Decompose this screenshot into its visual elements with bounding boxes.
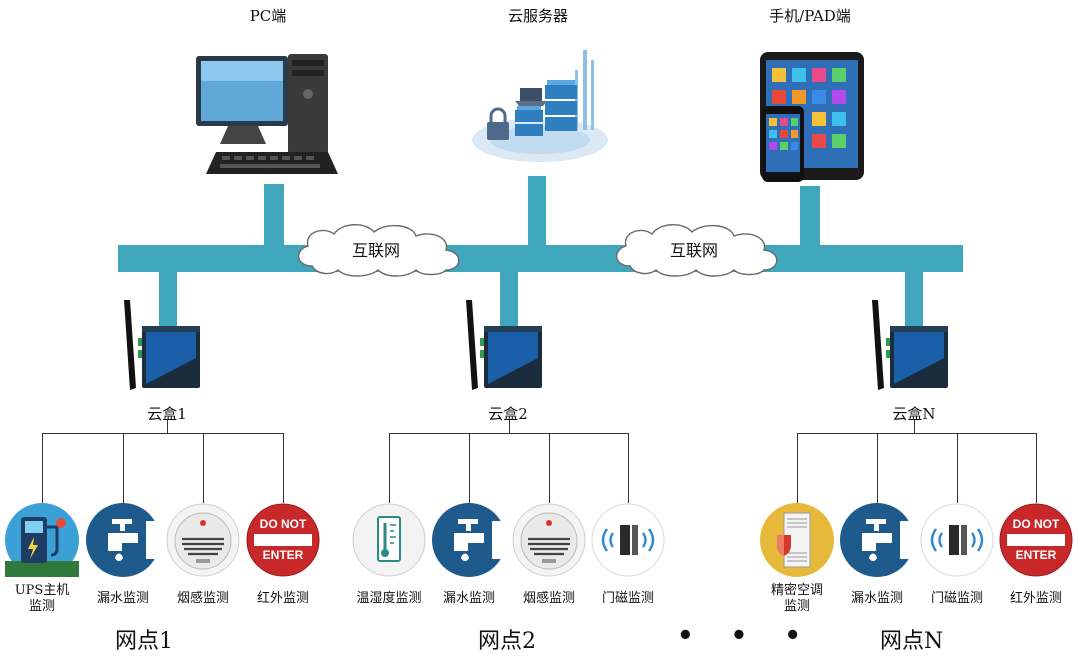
smoke-detector-icon <box>166 503 240 577</box>
internet-label-right: 互联网 <box>670 241 719 260</box>
thermometer-icon <box>352 503 426 577</box>
pc-connector <box>264 184 284 246</box>
internet-cloud-left-icon <box>298 224 460 277</box>
site1-drop <box>203 433 204 503</box>
site2-drop <box>549 433 550 503</box>
server-label: 云服务器 <box>507 7 568 25</box>
siteN-drop <box>877 433 878 503</box>
sensor-label: 精密空调 监测 <box>770 583 823 614</box>
tablet-phone-icon <box>760 52 864 182</box>
site1-drop <box>123 433 124 503</box>
internet-label-left: 互联网 <box>352 241 401 260</box>
ups-icon <box>5 503 79 577</box>
sensor-label: 门磁监测 <box>930 591 983 606</box>
cloud-box-1-label: 云盒1 <box>147 405 187 423</box>
mobile-label: 手机/PAD端 <box>769 7 851 25</box>
site1-drop <box>283 433 284 503</box>
pc-icon <box>196 54 338 174</box>
cloud-box-n-label: 云盒N <box>892 405 936 423</box>
sensor-label: 门磁监测 <box>601 591 654 606</box>
site-2-label: 网点2 <box>478 629 536 654</box>
site2-drop <box>389 433 390 503</box>
internet-cloud-right-icon <box>616 224 778 277</box>
siteN-trunk <box>914 420 915 434</box>
door-sensor-icon <box>920 503 994 577</box>
boxN-connector <box>905 271 923 327</box>
siteN-bar <box>797 433 1037 434</box>
water-leak-icon <box>840 503 914 577</box>
sign-enter: ENTER <box>263 548 304 562</box>
cloud-box-2-label: 云盒2 <box>488 405 528 423</box>
sensor-label: 温湿度监测 <box>356 591 422 606</box>
pc-label: PC端 <box>249 7 287 25</box>
site2-trunk <box>509 420 510 434</box>
server-connector <box>528 176 546 246</box>
box2-connector <box>500 271 518 327</box>
do-not-enter-icon: DO NOT ENTER <box>246 503 320 577</box>
cloud-server-icon <box>472 50 608 162</box>
siteN-drop <box>797 433 798 503</box>
sensor-label: 红外监测 <box>256 591 309 606</box>
sensor-label: 烟感监测 <box>522 591 575 606</box>
site2-drop <box>469 433 470 503</box>
sensor-label: 红外监测 <box>1009 591 1062 606</box>
sensor-label: 漏水监测 <box>442 591 495 606</box>
do-not-enter-icon: DO NOT ENTER <box>999 503 1073 577</box>
site-1-label: 网点1 <box>115 629 173 654</box>
sensor-label: 漏水监测 <box>850 591 903 606</box>
door-sensor-icon <box>591 503 665 577</box>
water-leak-icon <box>432 503 506 577</box>
cloud-box-1-icon <box>124 300 200 390</box>
site-n-label: 网点N <box>880 629 944 654</box>
site2-bar <box>389 433 629 434</box>
cloud-box-2-icon <box>466 300 542 390</box>
box1-connector <box>159 271 177 327</box>
sign-do-not: DO NOT <box>260 517 307 531</box>
siteN-drop <box>1036 433 1037 503</box>
site1-drop <box>42 433 43 503</box>
sensor-label: 漏水监测 <box>96 591 149 606</box>
sign-enter: ENTER <box>1016 548 1057 562</box>
site1-bar <box>42 433 284 434</box>
cloud-box-n-icon <box>872 300 948 390</box>
precision-ac-icon <box>760 503 834 577</box>
sensor-label: 烟感监测 <box>176 591 229 606</box>
ellipsis: • • • <box>677 621 815 651</box>
network-bus <box>118 245 963 272</box>
site1-trunk <box>167 420 168 434</box>
water-leak-icon <box>86 503 160 577</box>
mobile-connector <box>800 186 820 246</box>
sign-do-not: DO NOT <box>1013 517 1060 531</box>
site2-drop <box>628 433 629 503</box>
smoke-detector-icon <box>512 503 586 577</box>
sensor-label: UPS主机 监测 <box>14 583 70 614</box>
siteN-drop <box>957 433 958 503</box>
